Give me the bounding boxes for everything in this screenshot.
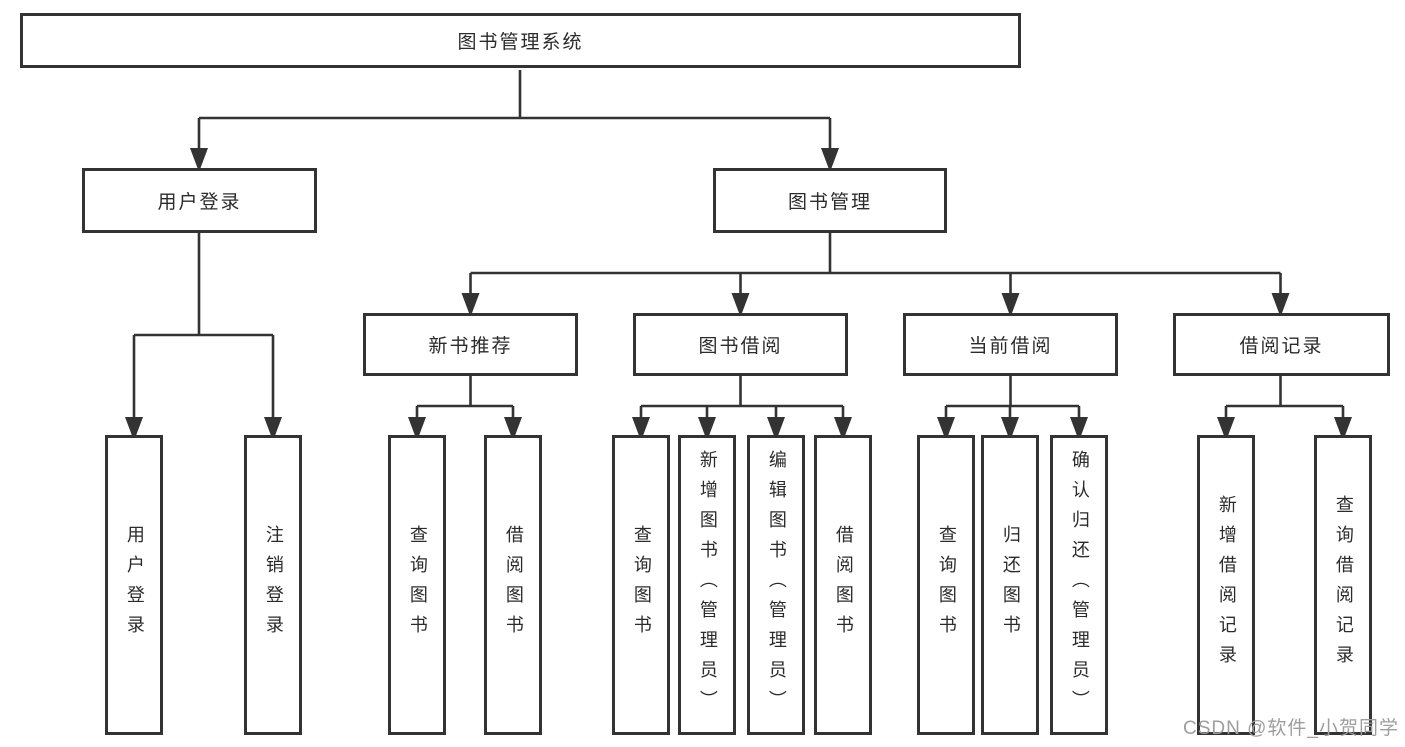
- leaf-add-book-admin: 新增图书（管理员）: [678, 435, 736, 735]
- leaf-label: 借阅图书: [503, 525, 524, 645]
- node-label: 用户登录: [157, 192, 242, 213]
- leaf-label: 归还图书: [1000, 525, 1021, 645]
- node-current-borrowing: 当前借阅: [903, 313, 1118, 376]
- node-library-management-system: 图书管理系统: [20, 13, 1021, 68]
- leaf-label: 用户登录: [124, 525, 145, 645]
- leaf-edit-book-admin: 编辑图书（管理员）: [747, 435, 805, 735]
- leaf-query-books-recommend: 查询图书: [388, 435, 446, 735]
- leaf-query-books-current: 查询图书: [917, 435, 975, 735]
- leaf-query-borrow-record: 查询借阅记录: [1314, 435, 1372, 735]
- leaf-confirm-return-admin: 确认归还（管理员）: [1050, 435, 1108, 735]
- leaf-label: 借阅图书: [833, 525, 854, 645]
- leaf-return-books: 归还图书: [981, 435, 1039, 735]
- leaf-borrow-books-borrowing: 借阅图书: [814, 435, 872, 735]
- leaf-label: 新增借阅记录: [1216, 495, 1237, 675]
- node-label: 借阅记录: [1239, 336, 1324, 357]
- leaf-label: 查询图书: [407, 525, 428, 645]
- leaf-user-login: 用户登录: [105, 435, 163, 735]
- leaf-logout: 注销登录: [244, 435, 302, 735]
- node-label: 图书管理系统: [457, 32, 584, 53]
- leaf-add-borrow-record: 新增借阅记录: [1197, 435, 1255, 735]
- leaf-label: 注销登录: [263, 525, 284, 645]
- node-user-login: 用户登录: [82, 168, 317, 233]
- node-label: 当前借阅: [968, 336, 1053, 357]
- leaf-label: 确认归还（管理员）: [1069, 450, 1090, 720]
- node-label: 图书借阅: [698, 336, 783, 357]
- node-label: 新书推荐: [428, 336, 513, 357]
- leaf-label: 查询图书: [936, 525, 957, 645]
- node-borrowing-records: 借阅记录: [1173, 313, 1390, 376]
- leaf-borrow-books-recommend: 借阅图书: [484, 435, 542, 735]
- node-book-management: 图书管理: [713, 168, 947, 233]
- leaf-label: 查询借阅记录: [1333, 495, 1354, 675]
- node-book-borrowing: 图书借阅: [633, 313, 848, 376]
- leaf-label: 新增图书（管理员）: [697, 450, 718, 720]
- leaf-query-books-borrowing: 查询图书: [612, 435, 670, 735]
- node-label: 图书管理: [787, 192, 872, 213]
- leaf-label: 编辑图书（管理员）: [766, 450, 787, 720]
- csdn-watermark: CSDN @软件_小贺同学: [1183, 718, 1399, 739]
- node-new-book-recommendation: 新书推荐: [363, 313, 578, 376]
- leaf-label: 查询图书: [631, 525, 652, 645]
